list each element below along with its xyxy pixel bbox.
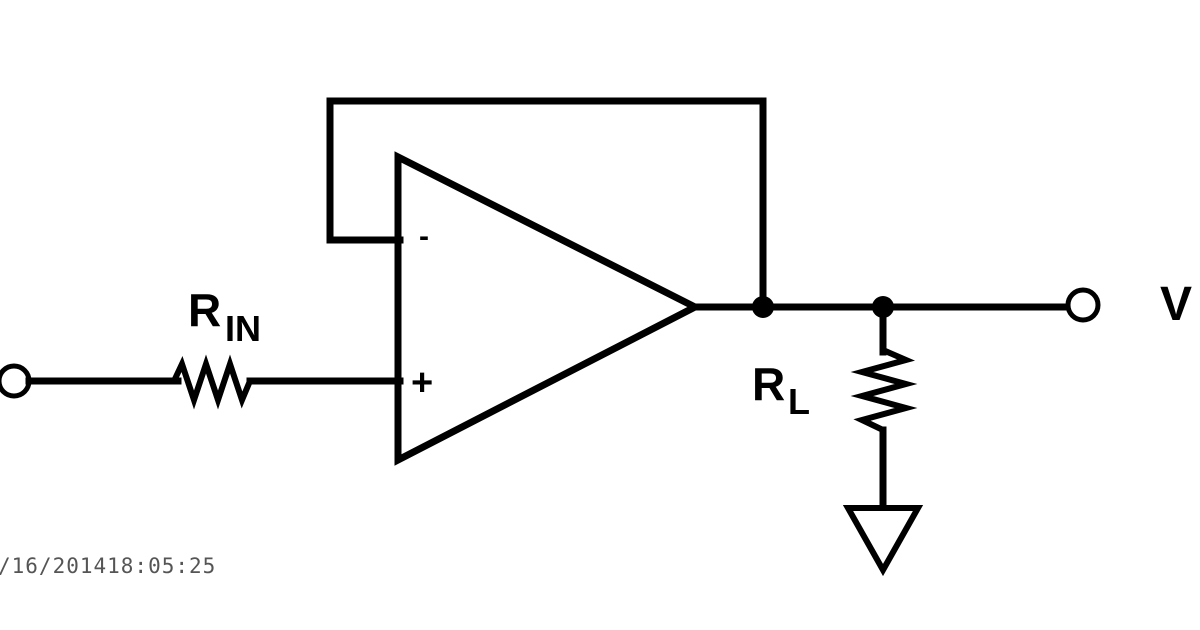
ground-symbol	[842, 505, 924, 577]
rl-resistor	[850, 347, 918, 433]
rl-label: R	[752, 358, 785, 410]
timestamp: /16/201418:05:25	[0, 554, 216, 578]
op-amp-triangle	[394, 151, 703, 466]
output-junction-dot	[752, 296, 774, 318]
plus-sign: +	[411, 362, 433, 404]
output-label: V	[1160, 278, 1192, 331]
output-terminal[interactable]	[1065, 287, 1101, 323]
rin-label: R	[188, 284, 221, 336]
rin-label-subscript: IN	[225, 308, 261, 349]
rl-label-subscript: L	[788, 381, 810, 422]
feedback-wire	[326, 97, 767, 311]
rin-resistor	[171, 354, 253, 410]
input-terminal[interactable]	[0, 363, 32, 399]
minus-sign: -	[419, 220, 429, 253]
